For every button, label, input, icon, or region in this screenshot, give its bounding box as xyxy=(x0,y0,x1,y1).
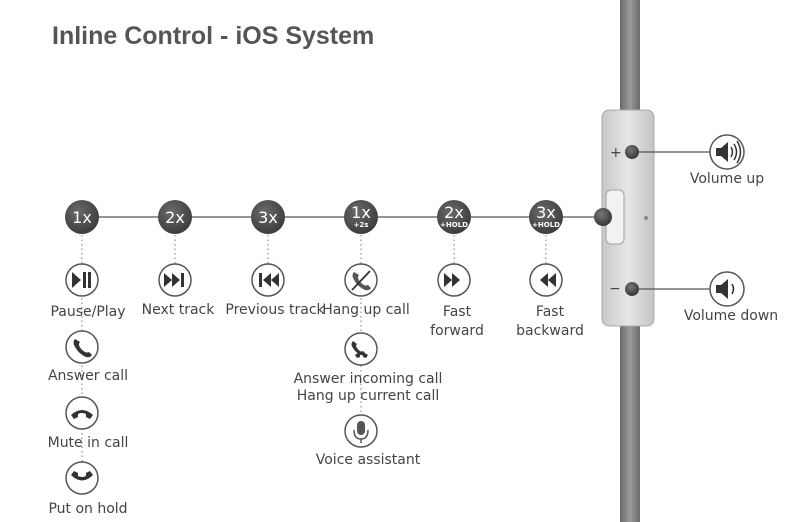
press-count-badge xyxy=(65,200,99,234)
answer-incoming-call-label: Answer incoming call xyxy=(294,371,443,387)
voice-assistant-label: Voice assistant xyxy=(316,452,421,468)
volume-down-label: Volume down xyxy=(684,308,778,324)
fast-forward-label-line1: Fast xyxy=(443,304,472,320)
fast-forward-icon xyxy=(437,263,471,297)
press-badge: 3x xyxy=(251,200,285,234)
press-badge: 2x xyxy=(158,200,192,234)
mute-in-call-label: Mute in call xyxy=(48,435,129,451)
phone-icon xyxy=(65,330,99,364)
press-badge: 1x+2s xyxy=(344,200,378,234)
hang-up-call-label: Hang up call xyxy=(322,302,410,318)
hold-phone-icon xyxy=(65,461,99,495)
press-count-label: 3x xyxy=(258,208,278,227)
previous-track-icon xyxy=(251,263,285,297)
press-count-badge xyxy=(529,200,563,234)
press-badge: 1x xyxy=(65,200,99,234)
press-modifier-label: +HOLD xyxy=(440,221,468,229)
press-count-label: 2x xyxy=(165,208,185,227)
next-track-icon xyxy=(158,263,192,297)
next-track-label: Next track xyxy=(142,302,216,318)
press-modifier-label: +2s xyxy=(354,221,369,229)
microphone-icon xyxy=(344,414,378,448)
press-count-badge xyxy=(251,200,285,234)
press-badge: 3x+HOLD xyxy=(529,200,563,234)
volume-up-icon xyxy=(709,134,745,170)
press-count-label: 1x xyxy=(351,203,371,222)
press-count-badge xyxy=(344,200,378,234)
previous-track-label: Previous track xyxy=(225,302,325,318)
diagram-title: Inline Control - iOS System xyxy=(52,22,375,50)
hang-up-current-call-label: Hang up current call xyxy=(297,388,440,404)
press-badge: 2x+HOLD xyxy=(437,200,471,234)
volume-minus-sign: − xyxy=(609,281,621,297)
volume-up-label: Volume up xyxy=(690,171,764,187)
put-on-hold-label: Put on hold xyxy=(48,501,127,517)
press-count-badge xyxy=(158,200,192,234)
fast-backward-label-line2: backward xyxy=(516,323,584,339)
press-count-badge xyxy=(437,200,471,234)
fast-forward-label-line2: forward xyxy=(430,323,484,339)
press-count-label: 3x xyxy=(536,203,556,222)
volume-plus-sign: + xyxy=(610,145,622,161)
press-count-label: 2x xyxy=(444,203,464,222)
answer-hangup-icon xyxy=(344,332,378,366)
press-modifier-label: +HOLD xyxy=(532,221,560,229)
rewind-icon xyxy=(529,263,563,297)
answer-call-label: Answer call xyxy=(48,368,128,384)
volume-down-dot[interactable] xyxy=(625,282,639,296)
mute-phone-icon xyxy=(65,396,99,430)
volume-down-icon xyxy=(709,271,745,307)
hang-up-icon xyxy=(344,263,378,297)
volume-up-dot[interactable] xyxy=(625,145,639,159)
remote-mic-hole xyxy=(644,216,648,220)
press-count-label: 1x xyxy=(72,208,92,227)
dotted-connectors xyxy=(81,235,547,485)
center-button-dot xyxy=(594,208,612,226)
play-pause-icon xyxy=(65,263,99,297)
pause-play-label: Pause/Play xyxy=(50,304,125,320)
fast-backward-label-line1: Fast xyxy=(536,304,565,320)
